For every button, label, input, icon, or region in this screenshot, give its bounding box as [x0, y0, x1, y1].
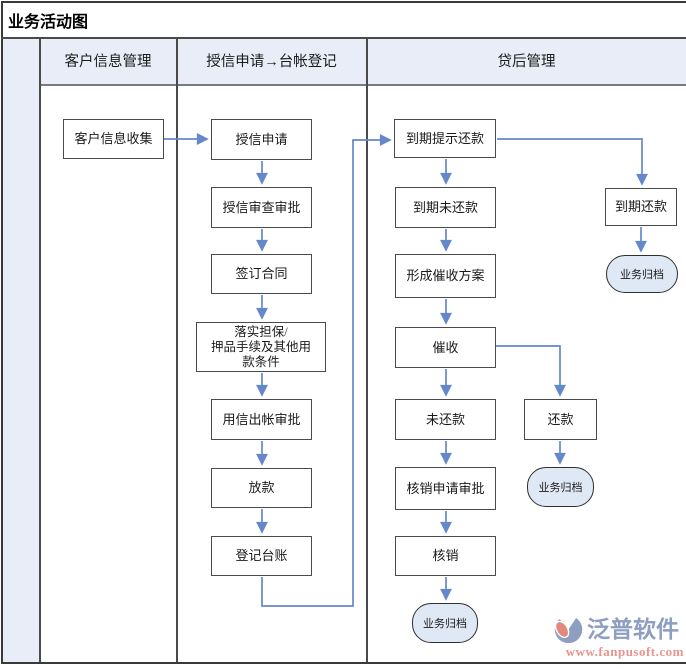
border-left: [1, 1, 3, 664]
node-repaid: 还款: [524, 399, 597, 440]
node-credit-review: 授信审查审批: [211, 187, 312, 228]
terminator-archive-due-repaid: 业务归档: [606, 255, 678, 293]
node-due-reminder: 到期提示还款: [394, 119, 496, 158]
node-register-ledger: 登记台账: [211, 536, 312, 576]
node-sign-contract: 签订合同: [211, 254, 312, 294]
connector-reminder-to-due-repaid: [497, 138, 648, 186]
node-collection: 催收: [395, 327, 496, 368]
lane-header-postloan: 贷后管理: [497, 54, 556, 70]
fanpu-logo: 泛普软件 www.fanpusoft.com: [552, 612, 684, 660]
node-guarantee: 落实担保/ 押品手续及其他用 款条件: [196, 322, 326, 372]
node-unpaid: 未还款: [395, 399, 496, 440]
node-collection-plan: 形成催收方案: [395, 254, 496, 298]
lane-header-band: [1, 37, 686, 84]
node-due-repaid: 到期还款: [605, 188, 677, 226]
fanpu-logo-icon: [553, 612, 583, 644]
node-collect-info: 客户信息收集: [63, 119, 164, 159]
node-due-unpaid: 到期未还款: [395, 187, 496, 228]
node-writeoff-apply: 核销申请审批: [395, 467, 496, 510]
terminator-archive-repaid: 业务归档: [527, 467, 594, 507]
node-writeoff: 核销: [395, 536, 496, 576]
title-row-divider: [1, 37, 686, 39]
connector-collection-to-repaid: [496, 345, 566, 397]
node-disburse-review: 用信出帐审批: [211, 399, 312, 440]
lane-header-credit-ledger: 授信申请→台帐登记: [206, 54, 337, 70]
lane-header-customer-info: 客户信息管理: [64, 54, 152, 70]
border-top: [1, 1, 686, 3]
page-title: 业务活动图: [8, 14, 89, 31]
lane-divider-1: [176, 37, 178, 662]
lane-divider-2: [366, 37, 368, 662]
node-loan-release: 放款: [211, 468, 312, 508]
terminator-archive-writeoff: 业务归档: [412, 603, 478, 643]
border-bottom: [1, 662, 686, 664]
left-margin-strip: [1, 37, 39, 662]
fanpu-logo-text: 泛普软件: [587, 615, 679, 642]
connector-ledger-to-due-reminder: [261, 134, 392, 607]
fanpu-logo-url: www.fanpusoft.com: [565, 644, 684, 659]
lane-header-divider: [39, 84, 686, 86]
lane-divider-strip: [39, 37, 41, 662]
node-credit-apply: 授信申请: [211, 119, 312, 160]
